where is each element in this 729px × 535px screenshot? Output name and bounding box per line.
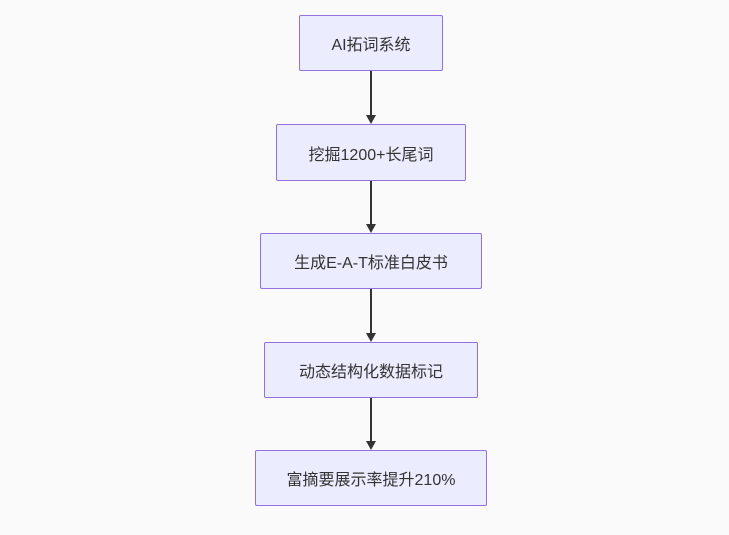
flowchart-edge-2 — [366, 181, 376, 233]
node-label: 生成E-A-T标准白皮书 — [294, 255, 448, 272]
flowchart-node-ai-keyword-system: AI拓词系统 — [299, 15, 443, 71]
arrowhead-down-icon — [366, 224, 376, 233]
arrowhead-down-icon — [366, 333, 376, 342]
flowchart-edge-3 — [366, 289, 376, 342]
arrowhead-down-icon — [366, 441, 376, 450]
edge-line — [370, 398, 372, 441]
flowchart-node-rich-snippet-result: 富摘要展示率提升210% — [255, 450, 487, 506]
flowchart-edge-1 — [366, 71, 376, 124]
edge-line — [370, 289, 372, 333]
node-label: 挖掘1200+长尾词 — [308, 146, 434, 164]
edge-line — [370, 71, 372, 115]
flowchart-node-structured-data-markup: 动态结构化数据标记 — [264, 342, 478, 398]
edge-line — [370, 181, 372, 224]
flowchart-node-eat-whitepaper: 生成E-A-T标准白皮书 — [260, 233, 482, 289]
node-label: 富摘要展示率提升210% — [286, 472, 456, 489]
flowchart-node-longtail-mining: 挖掘1200+长尾词 — [276, 124, 466, 181]
node-label: 动态结构化数据标记 — [298, 364, 443, 381]
flowchart-edge-4 — [366, 398, 376, 450]
node-label: AI拓词系统 — [331, 37, 411, 54]
arrowhead-down-icon — [366, 115, 376, 124]
